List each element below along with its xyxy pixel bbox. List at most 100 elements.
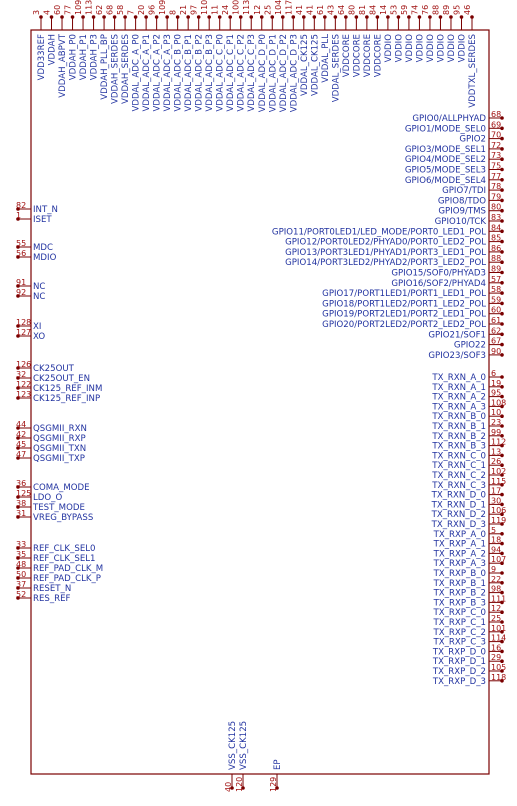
right-pin-number: 18 bbox=[491, 536, 501, 545]
right-pin-label: TX_RXN_A_3 bbox=[431, 402, 486, 412]
bottom-pin-number: 129 bbox=[269, 777, 278, 792]
top-pin-label: VDDAH_PLL_BP bbox=[100, 34, 110, 100]
top-pin-label: VDDAL_ADC_B_P0 bbox=[174, 34, 184, 112]
top-pin-number: 4 bbox=[43, 10, 52, 15]
pin-end-dot bbox=[16, 426, 20, 430]
pin-end-dot bbox=[16, 546, 20, 550]
right-pin-label: TX_RXN_D_0 bbox=[431, 491, 486, 501]
right-pin-number: 107 bbox=[491, 555, 506, 564]
pin-end-dot bbox=[112, 15, 117, 19]
pin-end-dot bbox=[133, 15, 138, 19]
top-pin-label: VDDAL_ADC_D_P2 bbox=[279, 34, 289, 112]
pin-end-dot bbox=[500, 301, 504, 306]
right-pin-label: TX_RXP_D_2 bbox=[432, 667, 486, 677]
pin-end-dot bbox=[500, 473, 504, 477]
pin-end-dot bbox=[500, 649, 504, 654]
right-pin-label: GPIO4/MODE_SEL2 bbox=[405, 155, 486, 165]
top-pin-label: VDDAL_ADC_C_P2 bbox=[237, 34, 247, 112]
pin-end-dot bbox=[500, 483, 504, 487]
left-pin-label: MDIO bbox=[33, 253, 57, 263]
right-pin-number: 58 bbox=[491, 285, 501, 294]
pin-end-dot bbox=[500, 126, 504, 131]
left-pin-group: INT_N82ISET1MDC55MDIO56NC91NC92XI128XO12… bbox=[16, 201, 103, 604]
right-pin-number: 89 bbox=[491, 265, 501, 274]
pin-end-dot bbox=[500, 311, 504, 316]
right-pin-label: TX_RXP_C_3 bbox=[432, 638, 486, 648]
pin-end-dot bbox=[81, 15, 85, 19]
top-pin-label: VDDAL_ADC_B_P2 bbox=[195, 34, 205, 112]
right-pin-label: GPIO11/PORT0LED1/LED_MODE/PORT0_LED1_POL bbox=[272, 227, 486, 237]
right-pin-label: GPIO15/SOF0/PHYAD3 bbox=[391, 269, 486, 279]
right-pin-number: 23 bbox=[491, 418, 501, 427]
pin-end-dot bbox=[16, 586, 20, 590]
pin-end-dot bbox=[16, 376, 20, 380]
right-pin-label: TX_RXP_B_1 bbox=[433, 579, 486, 589]
top-pin-number: 41 bbox=[295, 5, 304, 15]
left-pin-label: CK125_REF_INM bbox=[33, 384, 102, 394]
right-pin-label: TX_RXN_C_3 bbox=[431, 481, 486, 491]
right-pin-number: 111 bbox=[491, 594, 506, 603]
right-pin-number: 75 bbox=[491, 162, 501, 171]
right-pin-number: 6 bbox=[491, 369, 496, 378]
pin-end-dot bbox=[16, 366, 20, 370]
left-pin-number: 123 bbox=[16, 390, 31, 399]
right-pin-number: 9 bbox=[491, 565, 496, 574]
left-pin-number: 122 bbox=[16, 380, 31, 389]
top-pin-label: VDDAL_ADC_A_P3 bbox=[163, 34, 173, 112]
left-pin-number: 47 bbox=[16, 450, 26, 459]
top-pin-number: 43 bbox=[326, 5, 335, 15]
pin-end-dot bbox=[16, 334, 20, 338]
right-pin-label: TX_RXP_A_0 bbox=[433, 530, 486, 540]
top-pin-number: 113 bbox=[85, 0, 94, 15]
bottom-pin-label: EP bbox=[273, 759, 283, 770]
top-pin-number: 80 bbox=[347, 5, 356, 15]
left-pin-label: ISET bbox=[33, 215, 52, 225]
right-pin-number: 67 bbox=[491, 337, 501, 346]
pin-end-dot bbox=[500, 250, 504, 254]
top-pin-number: 113 bbox=[242, 0, 251, 15]
bottom-pin-number: 40 bbox=[224, 782, 233, 792]
left-pin-number: 42 bbox=[16, 430, 26, 439]
top-pin-label: VDDAH_SERDES bbox=[121, 34, 131, 104]
top-pin-group: VDD33REF3VDDAH4VDDAH_ABPVT60VDDAH_P077VD… bbox=[32, 0, 478, 112]
pin-end-dot bbox=[500, 551, 504, 556]
right-pin-number: 29 bbox=[491, 653, 501, 662]
bottom-pin-label: VSS_CK125 bbox=[239, 721, 249, 770]
pin-end-dot bbox=[16, 436, 20, 440]
pin-end-dot bbox=[16, 505, 20, 509]
right-pin-label: TX_RXN_D_1 bbox=[431, 500, 486, 510]
pin-end-dot bbox=[500, 136, 504, 141]
top-pin-number: 61 bbox=[316, 5, 325, 15]
top-pin-number: 64 bbox=[337, 5, 346, 15]
right-pin-label: GPIO20/PORT2LED2/PORT2_LED2_POL bbox=[322, 320, 486, 330]
pin-end-dot bbox=[16, 456, 20, 460]
pin-end-dot bbox=[500, 198, 504, 203]
top-pin-number: 117 bbox=[284, 0, 293, 15]
right-pin-number: 69 bbox=[491, 120, 501, 129]
pin-end-dot bbox=[500, 414, 504, 419]
pin-end-dot bbox=[91, 15, 96, 19]
pin-end-dot bbox=[500, 561, 504, 565]
top-pin-label: VDDAH_P3 bbox=[90, 34, 100, 80]
right-pin-number: 118 bbox=[491, 673, 506, 682]
pin-end-dot bbox=[16, 284, 20, 288]
top-pin-label: VDDAL_ADC_B_P1 bbox=[184, 34, 194, 112]
pin-end-dot bbox=[428, 15, 432, 19]
pin-end-dot bbox=[500, 147, 504, 151]
pin-end-dot bbox=[196, 15, 201, 19]
right-pin-number: 16 bbox=[491, 643, 501, 652]
top-pin-number: 89 bbox=[442, 5, 451, 15]
left-pin-label: REF_PAD_CLK_P bbox=[33, 574, 101, 584]
top-pin-number: 96 bbox=[148, 5, 157, 15]
top-pin-number: 97 bbox=[190, 5, 199, 15]
left-pin-label: REF_PAD_CLK_M bbox=[33, 564, 103, 574]
right-pin-label: TX_RXN_D_3 bbox=[431, 520, 486, 530]
pin-end-dot bbox=[280, 15, 285, 19]
left-pin-number: 35 bbox=[16, 550, 26, 559]
pin-end-dot bbox=[500, 270, 504, 275]
left-pin-number: 44 bbox=[16, 420, 26, 429]
top-pin-label: VDD33REF bbox=[37, 34, 47, 80]
right-pin-number: 106 bbox=[491, 506, 506, 515]
top-pin-number: 12 bbox=[253, 5, 262, 15]
